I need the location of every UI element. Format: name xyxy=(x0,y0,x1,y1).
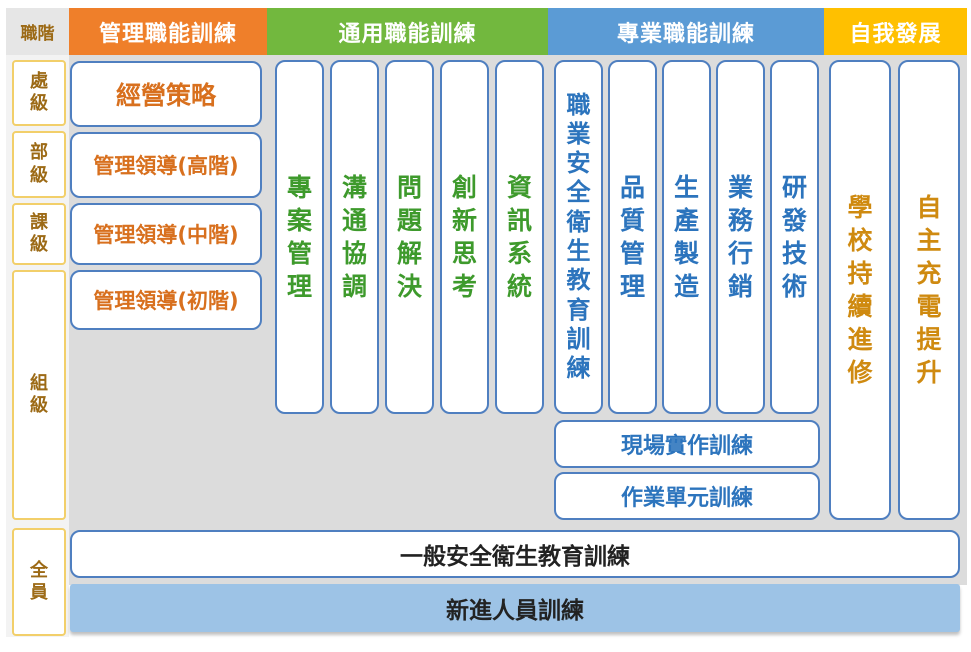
professional-item-operation-unit: 作業單元訓練 xyxy=(554,472,820,520)
level-department: 部級 xyxy=(12,131,66,198)
professional-item-sales-marketing: 業務行銷 xyxy=(716,60,765,414)
level-section: 課級 xyxy=(12,203,66,265)
professional-item-onsite-practice: 現場實作訓練 xyxy=(554,420,820,468)
self-dev-item-school-study: 學校持續進修 xyxy=(829,60,891,520)
professional-item-rnd: 研發技術 xyxy=(770,60,819,414)
professional-item-quality: 品質管理 xyxy=(608,60,657,414)
management-item-junior: 管理領導(初階) xyxy=(70,270,262,330)
management-item-strategy: 經營策略 xyxy=(70,61,262,127)
all-staff-safety-training: 一般安全衛生教育訓練 xyxy=(70,530,960,578)
header-general-training: 通用職能訓練 xyxy=(267,8,548,55)
level-division: 處級 xyxy=(12,60,66,126)
professional-item-safety-health: 職業安全衛生教育訓練 xyxy=(554,60,603,414)
general-item-project-management: 專案管理 xyxy=(275,60,324,414)
management-item-middle: 管理領導(中階) xyxy=(70,203,262,265)
header-management-training: 管理職能訓練 xyxy=(69,8,267,55)
general-item-communication: 溝通協調 xyxy=(330,60,379,414)
level-header: 職階 xyxy=(6,8,69,55)
header-self-development: 自我發展 xyxy=(824,8,967,55)
general-item-information-systems: 資訊系統 xyxy=(495,60,544,414)
general-item-innovation: 創新思考 xyxy=(440,60,489,414)
header-professional-training: 專業職能訓練 xyxy=(548,8,824,55)
general-item-problem-solving: 問題解決 xyxy=(385,60,434,414)
all-staff-new-hire-training: 新進人員訓練 xyxy=(70,584,960,632)
management-item-senior: 管理領導(高階) xyxy=(70,132,262,198)
level-all-staff: 全員 xyxy=(12,528,66,636)
level-team: 組級 xyxy=(12,270,66,520)
self-dev-item-self-improvement: 自主充電提升 xyxy=(898,60,960,520)
professional-item-production: 生產製造 xyxy=(662,60,711,414)
